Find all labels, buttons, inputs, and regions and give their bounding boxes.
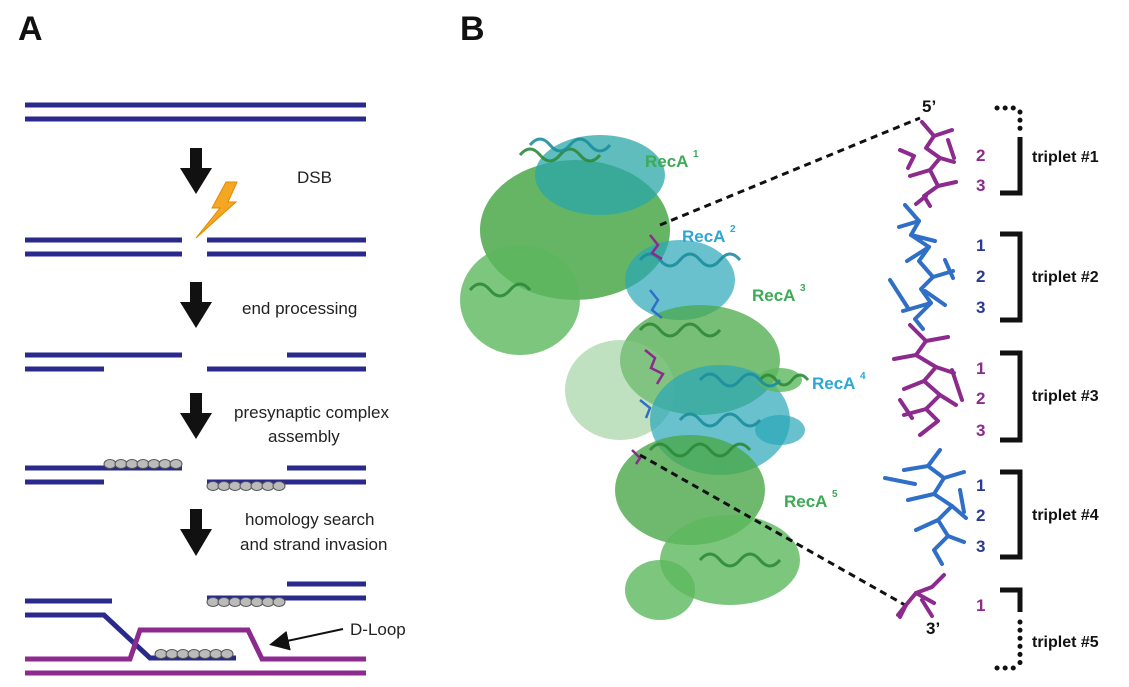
segment-purple-5 bbox=[896, 573, 946, 619]
step-arrow-1 bbox=[180, 148, 212, 194]
invasion-duplex-right bbox=[207, 581, 366, 601]
panel-a-schematic: DSB end processing presynaptic complex a bbox=[25, 102, 406, 676]
reca-filament-dloop bbox=[154, 649, 234, 659]
step-label-presynaptic: presynaptic complex bbox=[234, 403, 389, 422]
segment-purple-1 bbox=[898, 120, 958, 208]
reca-filament-left bbox=[103, 459, 183, 469]
triplet-label-3: triplet #3 bbox=[1032, 388, 1099, 405]
step-arrow-2 bbox=[180, 282, 212, 328]
reca-protein-structure bbox=[460, 135, 810, 620]
step-label-invasion: and strand invasion bbox=[240, 535, 387, 554]
reca-label-4-text: RecA bbox=[812, 374, 855, 393]
reca-label-2-sup: 2 bbox=[730, 224, 736, 235]
ssdna-stick-model bbox=[883, 120, 968, 619]
bracket-5 bbox=[1000, 587, 1023, 612]
step-label-dsb: DSB bbox=[297, 168, 332, 187]
reca-label-2-text: RecA bbox=[682, 227, 725, 246]
segment-blue-4 bbox=[883, 448, 968, 566]
nt-number: 2 bbox=[976, 506, 985, 525]
nt-number: 3 bbox=[976, 176, 985, 195]
reca-label-3-text: RecA bbox=[752, 286, 795, 305]
nt-number: 2 bbox=[976, 389, 985, 408]
panel-b-letter: B bbox=[460, 10, 485, 48]
triplet-label-4: triplet #4 bbox=[1032, 507, 1099, 524]
nt-number: 1 bbox=[976, 596, 985, 615]
reca-label-5-sup: 5 bbox=[832, 489, 838, 500]
reca-label-2: RecA 2 bbox=[682, 224, 736, 246]
segment-blue-2 bbox=[888, 203, 955, 331]
reca-label-1-sup: 1 bbox=[693, 149, 699, 160]
reca-filament-right bbox=[206, 481, 286, 491]
reca-label-1: RecA 1 bbox=[645, 149, 699, 171]
lightning-bolt-icon bbox=[195, 181, 238, 239]
bracket-2 bbox=[1000, 231, 1023, 323]
triplet-brackets bbox=[994, 105, 1023, 671]
nt-number: 1 bbox=[976, 476, 985, 495]
bracket-4 bbox=[1000, 469, 1023, 560]
reca-label-1-text: RecA bbox=[645, 152, 688, 171]
nt-number: 2 bbox=[976, 267, 985, 286]
nt-number: 1 bbox=[976, 359, 985, 378]
nt-number: 2 bbox=[976, 146, 985, 165]
triplet-label-1: triplet #1 bbox=[1032, 149, 1099, 166]
homologous-duplex bbox=[25, 627, 366, 676]
reca-label-4-sup: 4 bbox=[860, 371, 866, 382]
bracket-3 bbox=[1000, 350, 1023, 443]
segment-purple-3 bbox=[892, 323, 964, 437]
nt-number: 3 bbox=[976, 421, 985, 440]
dloop-pointer-arrow bbox=[269, 628, 344, 651]
triplet-label-5: triplet #5 bbox=[1032, 634, 1099, 651]
nt-number: 3 bbox=[976, 298, 985, 317]
step-label-homology: homology search bbox=[245, 510, 374, 529]
triplet-label-2: triplet #2 bbox=[1032, 269, 1099, 286]
panel-a-letter: A bbox=[18, 10, 43, 48]
dloop-label: D-Loop bbox=[350, 620, 406, 639]
bracket-1 bbox=[1000, 137, 1023, 196]
presynaptic-duplex bbox=[25, 465, 366, 485]
intact-duplex bbox=[25, 102, 366, 122]
reca-filament-upper bbox=[206, 597, 286, 607]
broken-duplex bbox=[25, 237, 366, 257]
reca-label-3: RecA 3 bbox=[752, 283, 806, 305]
step-label-end-processing: end processing bbox=[242, 299, 357, 318]
nt-number: 3 bbox=[976, 537, 985, 556]
reca-label-4: RecA 4 bbox=[812, 371, 866, 393]
reca-label-5: RecA 5 bbox=[784, 489, 838, 511]
three-prime-label: 3’ bbox=[926, 619, 940, 638]
five-prime-label: 5’ bbox=[922, 97, 936, 116]
step-arrow-4 bbox=[180, 509, 212, 556]
step-label-assembly: assembly bbox=[268, 427, 340, 446]
resected-duplex bbox=[25, 352, 366, 372]
reca-label-3-sup: 3 bbox=[800, 283, 806, 294]
step-arrow-3 bbox=[180, 393, 212, 439]
nucleotide-numbers: 2 3 1 2 3 1 2 3 1 2 3 1 bbox=[976, 146, 985, 615]
zoom-line-top bbox=[659, 116, 921, 227]
zoom-line-bottom bbox=[639, 453, 906, 607]
reca-label-5-text: RecA bbox=[784, 492, 827, 511]
nt-number: 1 bbox=[976, 236, 985, 255]
